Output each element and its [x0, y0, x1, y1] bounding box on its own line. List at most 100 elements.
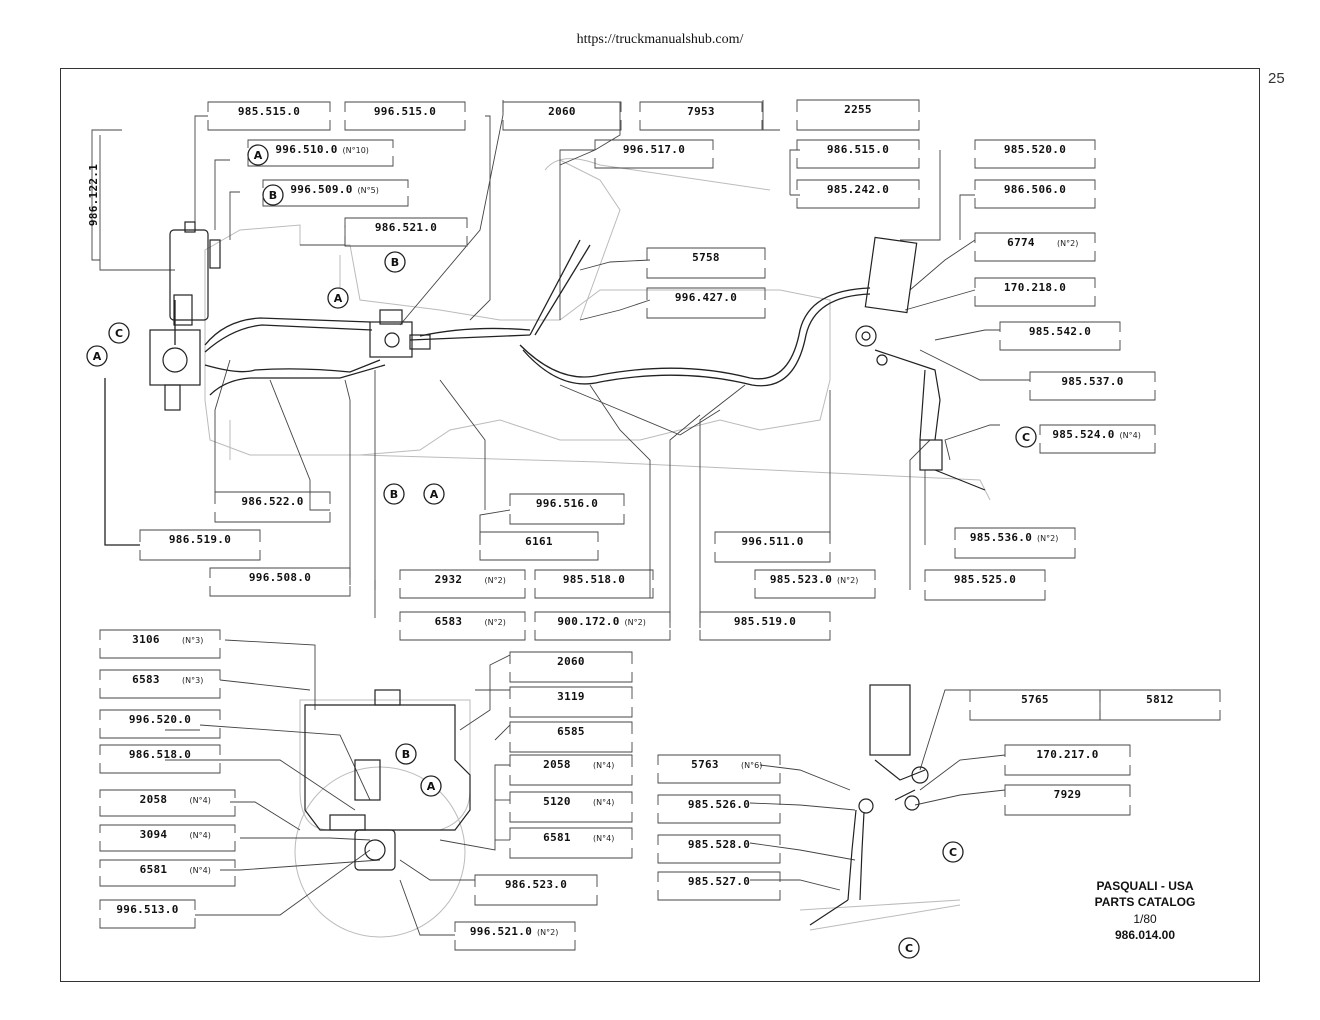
part-label: 985.536.0(N°2): [954, 527, 1076, 559]
part-quantity-note: (N°4): [190, 831, 211, 840]
callout-marker: C: [1015, 426, 1037, 448]
leader-lines: [99, 100, 1220, 936]
part-code: 5758: [692, 251, 720, 264]
callout-letter: C: [949, 846, 957, 859]
catalog-code: 986.014.00: [1115, 928, 1175, 942]
part-code: 986.506.0: [1004, 183, 1066, 196]
part-label: 2060: [502, 101, 622, 131]
part-code: 5763: [691, 758, 719, 771]
part-code: 2060: [557, 655, 585, 668]
part-quantity-note: (N°10): [343, 146, 369, 155]
callout-marker: A: [327, 287, 349, 309]
part-code: 5120: [543, 795, 571, 808]
part-quantity-note: (N°6): [741, 761, 762, 770]
callout-letter: A: [334, 292, 343, 305]
callout-letter: C: [905, 942, 913, 955]
part-quantity-note: (N°5): [358, 186, 379, 195]
catalog-company: PASQUALI - USA: [1096, 879, 1193, 893]
part-label: 3094(N°4): [99, 824, 236, 852]
part-label: 996.427.0: [646, 287, 766, 319]
part-label: 985.542.0: [999, 321, 1121, 351]
callout-marker: A: [247, 144, 269, 166]
part-label: 5763 (N°6): [657, 754, 781, 784]
callout-marker: C: [898, 937, 920, 959]
part-label: 996.511.0: [714, 531, 831, 563]
part-code: 2058: [543, 758, 571, 771]
callout-letter: C: [115, 327, 123, 340]
part-code: 985.526.0: [688, 798, 750, 811]
part-label: 996.517.0: [594, 139, 714, 169]
part-code: 986.515.0: [827, 143, 889, 156]
part-label: 6583(N°3): [99, 669, 221, 699]
part-code: 2060: [548, 105, 576, 118]
part-code: 996.515.0: [374, 105, 436, 118]
part-label: 985.524.0(N°4): [1039, 424, 1156, 454]
part-code: 996.511.0: [741, 535, 803, 548]
part-code: 170.218.0: [1004, 281, 1066, 294]
part-label: 5758: [646, 247, 766, 279]
part-label: 2932(N°2): [399, 569, 526, 599]
part-label: 996.520.0: [99, 709, 221, 739]
part-label: 985.515.0: [207, 101, 331, 131]
part-code: 3106: [132, 633, 160, 646]
part-label: 996.515.0: [344, 101, 466, 131]
part-code: 985.242.0: [827, 183, 889, 196]
part-code: 985.542.0: [1029, 325, 1091, 338]
part-quantity-note: (N°2): [485, 576, 506, 585]
part-code: 6581: [543, 831, 571, 844]
part-code: 996.509.0: [290, 183, 352, 196]
part-label: 3119: [509, 686, 633, 718]
part-quantity-note: (N°2): [537, 928, 558, 937]
part-code: 985.519.0: [734, 615, 796, 628]
callout-marker: B: [262, 184, 284, 206]
part-quantity-note: (N°4): [593, 798, 614, 807]
callout-marker: C: [108, 322, 130, 344]
part-quantity-note: (N°4): [593, 761, 614, 770]
part-code: 985.523.0: [770, 573, 832, 586]
callout-marker: A: [420, 775, 442, 797]
part-quantity-note: (N°4): [190, 866, 211, 875]
part-label: 986.522.0: [214, 491, 331, 523]
part-label: 985.242.0: [796, 179, 920, 209]
part-quantity-note: (N°3): [182, 636, 203, 645]
callout-marker: B: [395, 743, 417, 765]
part-label: 985.520.0: [974, 139, 1096, 169]
part-label: 5765: [969, 689, 1101, 721]
part-code: 996.513.0: [116, 903, 178, 916]
part-code: 985.515.0: [238, 105, 300, 118]
part-label: 996.521.0 (N°2): [454, 921, 576, 951]
part-code: 996.521.0: [470, 925, 532, 938]
part-label: 985.518.0: [534, 569, 654, 599]
part-label: 7929: [1004, 784, 1131, 816]
part-label: 985.525.0: [924, 569, 1046, 601]
part-label: 6581(N°4): [509, 827, 633, 859]
part-label: 985.537.0: [1029, 371, 1156, 401]
control-valve: [369, 309, 431, 358]
pump-unit: [149, 329, 201, 411]
part-code: 986.122.1: [87, 164, 100, 226]
part-label: 5812: [1099, 689, 1221, 721]
part-quantity-note: (N°2): [1037, 534, 1058, 543]
part-label: 996.510.0(N°10): [247, 139, 394, 167]
part-code: 6774: [1007, 236, 1035, 249]
part-code: 985.524.0: [1052, 428, 1114, 441]
part-label: 6161: [479, 531, 599, 561]
part-label: 6585: [509, 721, 633, 753]
part-code: 2058: [140, 793, 168, 806]
source-url: https://truckmanualshub.com/: [576, 32, 744, 47]
part-label: 3106 (N°3): [99, 629, 221, 659]
part-code: 5765: [1021, 693, 1049, 706]
part-code: 3119: [557, 690, 585, 703]
part-label: 986.518.0: [99, 744, 221, 774]
machine-outline: [204, 158, 991, 938]
part-label: 2255: [796, 99, 920, 131]
part-code: 996.427.0: [675, 291, 737, 304]
part-label: 985.526.0: [657, 794, 781, 824]
lower-tank: [304, 689, 471, 871]
part-code: 985.520.0: [1004, 143, 1066, 156]
cylinder-assembly: [855, 236, 986, 491]
part-label: 996.509.0 (N°5): [262, 179, 409, 207]
